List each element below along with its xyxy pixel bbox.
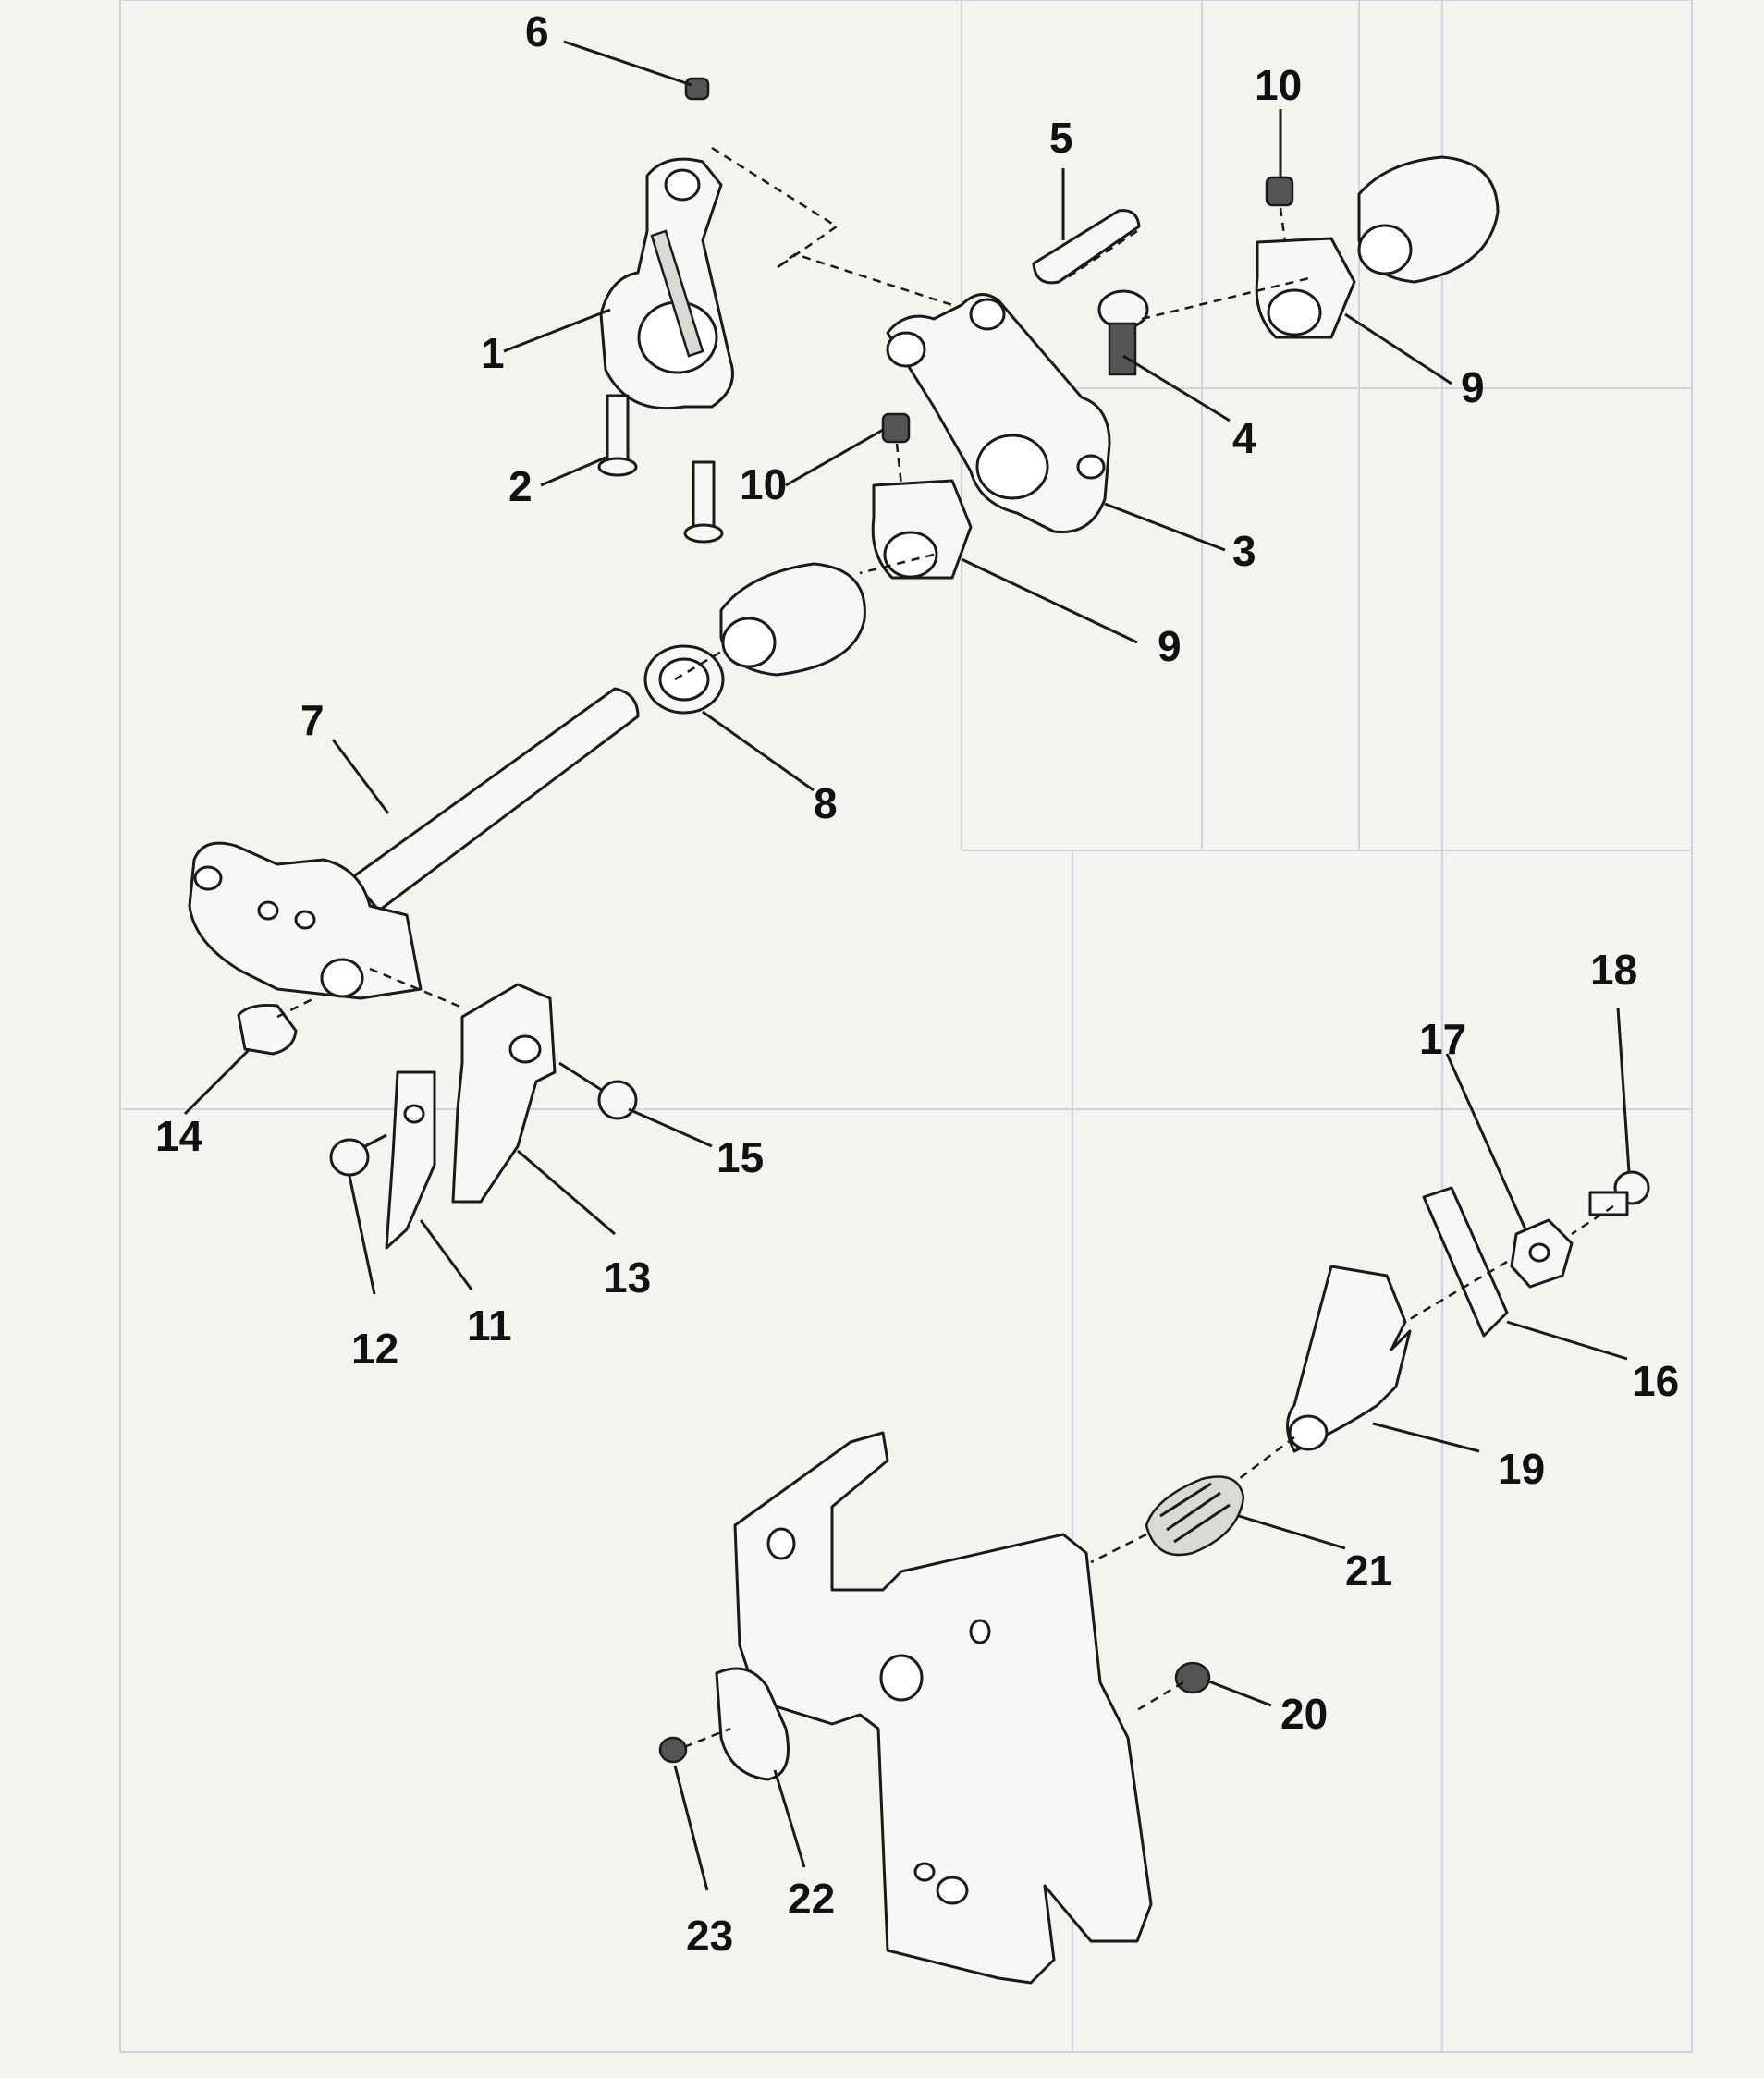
callout-labels: 6 1 2 5 10 4 9 10 3 9 7 8 14 12 11 13 15… (155, 7, 1679, 1960)
callout-20: 20 (1280, 1690, 1328, 1738)
part-3-rocker-arm (886, 293, 1111, 534)
part-9-collar-upper (1255, 237, 1356, 339)
callout-18: 18 (1590, 946, 1637, 994)
part-2-stud-left (597, 394, 638, 477)
part-13-knife-holder (451, 983, 557, 1204)
callout-14: 14 (155, 1112, 203, 1160)
part-bushing-lower (719, 562, 866, 677)
callout-22: 22 (788, 1875, 835, 1923)
assembly-axes (276, 146, 1614, 1749)
callout-5: 5 (1049, 114, 1073, 162)
part-20-set-screw (1174, 1661, 1211, 1694)
callout-3: 3 (1232, 527, 1256, 575)
part-11-knife (385, 1070, 436, 1250)
part-17-nut (1510, 1218, 1574, 1289)
callout-7: 7 (300, 696, 325, 744)
callout-12: 12 (351, 1325, 398, 1373)
callout-10-upper: 10 (1255, 61, 1302, 109)
callout-11: 11 (467, 1302, 512, 1350)
part-22-cam-plate (715, 1667, 790, 1781)
part-2-stud-right (683, 460, 724, 544)
callout-15: 15 (717, 1133, 764, 1181)
callout-6: 6 (525, 7, 549, 55)
part-21-spring (1145, 1475, 1245, 1557)
callout-1: 1 (481, 329, 505, 377)
part-9-collar-lower (871, 479, 973, 580)
part-14-slider-block (237, 1004, 298, 1056)
part-15-screw (558, 1061, 638, 1120)
part-5-pin (1032, 209, 1141, 285)
main-frame (733, 1431, 1153, 1985)
callout-13: 13 (604, 1253, 651, 1302)
callout-16: 16 (1632, 1357, 1679, 1405)
callout-8: 8 (814, 779, 838, 827)
callout-4: 4 (1232, 414, 1256, 462)
callout-9-lower: 9 (1158, 622, 1182, 670)
part-10-set-screw-lower (881, 412, 911, 444)
part-12-screw (329, 1133, 387, 1177)
part-6-set-screw (684, 77, 710, 101)
part-10-set-screw-upper (1265, 176, 1294, 207)
part-8-washer (643, 644, 725, 715)
callout-17: 17 (1419, 1015, 1466, 1063)
part-23-screw (658, 1736, 688, 1764)
part-7-shaft (188, 687, 640, 1000)
part-16-plate (1422, 1186, 1509, 1338)
callout-19: 19 (1498, 1445, 1545, 1493)
callout-23: 23 (686, 1912, 733, 1960)
part-19-bracket-sleeve (1286, 1265, 1412, 1453)
part-4-cap-screw (1097, 289, 1149, 376)
callout-9-upper: 9 (1461, 363, 1485, 411)
callout-21: 21 (1345, 1546, 1392, 1595)
leader-lines (183, 40, 1631, 1891)
callout-2: 2 (508, 462, 533, 510)
callout-10-lower: 10 (740, 460, 787, 508)
part-bushing-upper (1357, 155, 1500, 284)
part-1-connecting-rod (599, 157, 734, 410)
part-18-screw (1588, 1170, 1650, 1216)
